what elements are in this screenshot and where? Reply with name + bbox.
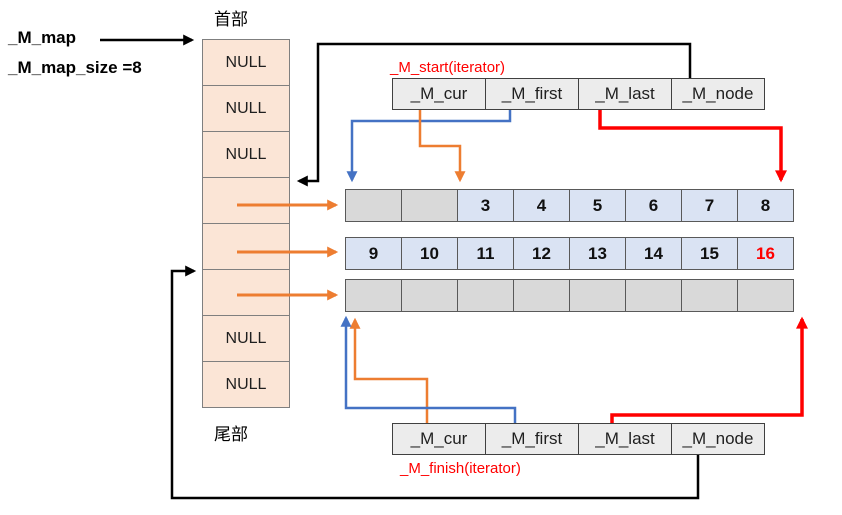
map-cell-6: NULL <box>202 315 290 362</box>
arrow-start-cur-to-buffer1 <box>418 110 466 183</box>
buffer3-cell-6 <box>681 279 738 312</box>
buffer2-cell-0: 9 <box>345 237 402 270</box>
m-map-label: _M_map <box>8 28 77 47</box>
finish-m-cur-field: _M_cur <box>392 423 486 455</box>
buffer2-cell-6: 15 <box>681 237 738 270</box>
buffer2-cell-1: 10 <box>401 237 458 270</box>
map-cell-4 <box>202 223 290 270</box>
arrow-start-last-to-buffer1 <box>598 110 787 183</box>
start-m-last-field: _M_last <box>578 78 672 110</box>
buffer3-cell-2 <box>457 279 514 312</box>
map-cell-3 <box>202 177 290 224</box>
start-m-first-field: _M_first <box>485 78 579 110</box>
buffer-row-2: 9 10 11 12 13 14 15 16 <box>345 237 794 270</box>
buffer3-cell-0 <box>345 279 402 312</box>
map-cell-2: NULL <box>202 131 290 178</box>
buffer2-cell-7-highlighted: 16 <box>737 237 794 270</box>
finish-m-node-field: _M_node <box>671 423 765 455</box>
start-m-node-field: _M_node <box>671 78 765 110</box>
buffer3-cell-7 <box>737 279 794 312</box>
arrow-start-first-to-buffer1 <box>346 110 512 183</box>
map-tail-label: 尾部 <box>214 425 248 444</box>
finish-iterator-label: _M_finish(iterator) <box>400 460 521 477</box>
map-array: NULL NULL NULL NULL NULL <box>202 39 290 408</box>
map-cell-5 <box>202 269 290 316</box>
start-iterator-box: _M_cur _M_first _M_last _M_node <box>392 78 765 110</box>
buffer1-cell-6: 7 <box>681 189 738 222</box>
buffer1-cell-1 <box>401 189 458 222</box>
buffer3-cell-5 <box>625 279 682 312</box>
buffer1-cell-3: 4 <box>513 189 570 222</box>
buffer2-cell-5: 14 <box>625 237 682 270</box>
buffer1-cell-4: 5 <box>569 189 626 222</box>
finish-m-first-field: _M_first <box>485 423 579 455</box>
start-iterator-label: _M_start(iterator) <box>390 59 506 76</box>
buffer2-cell-4: 13 <box>569 237 626 270</box>
arrow-finish-last-to-buffer3 <box>610 316 808 423</box>
buffer-row-3 <box>345 279 794 312</box>
map-cell-1: NULL <box>202 85 290 132</box>
buffer2-cell-2: 11 <box>457 237 514 270</box>
buffer3-cell-3 <box>513 279 570 312</box>
buffer3-cell-4 <box>569 279 626 312</box>
finish-iterator-box: _M_cur _M_first _M_last _M_node <box>392 423 765 455</box>
buffer1-cell-7: 8 <box>737 189 794 222</box>
finish-m-last-field: _M_last <box>578 423 672 455</box>
m-map-size-label: _M_map_size =8 <box>8 58 142 77</box>
buffer2-cell-3: 12 <box>513 237 570 270</box>
map-head-label: 首部 <box>214 10 248 29</box>
buffer1-cell-2: 3 <box>457 189 514 222</box>
buffer-row-1: 3 4 5 6 7 8 <box>345 189 794 222</box>
buffer3-cell-1 <box>401 279 458 312</box>
map-cell-7: NULL <box>202 361 290 408</box>
map-cell-0: NULL <box>202 39 290 86</box>
arrow-finish-first-to-buffer3 <box>340 315 517 423</box>
buffer1-cell-0 <box>345 189 402 222</box>
start-m-cur-field: _M_cur <box>392 78 486 110</box>
arrow-finish-cur-to-buffer3 <box>349 317 429 423</box>
buffer1-cell-5: 6 <box>625 189 682 222</box>
